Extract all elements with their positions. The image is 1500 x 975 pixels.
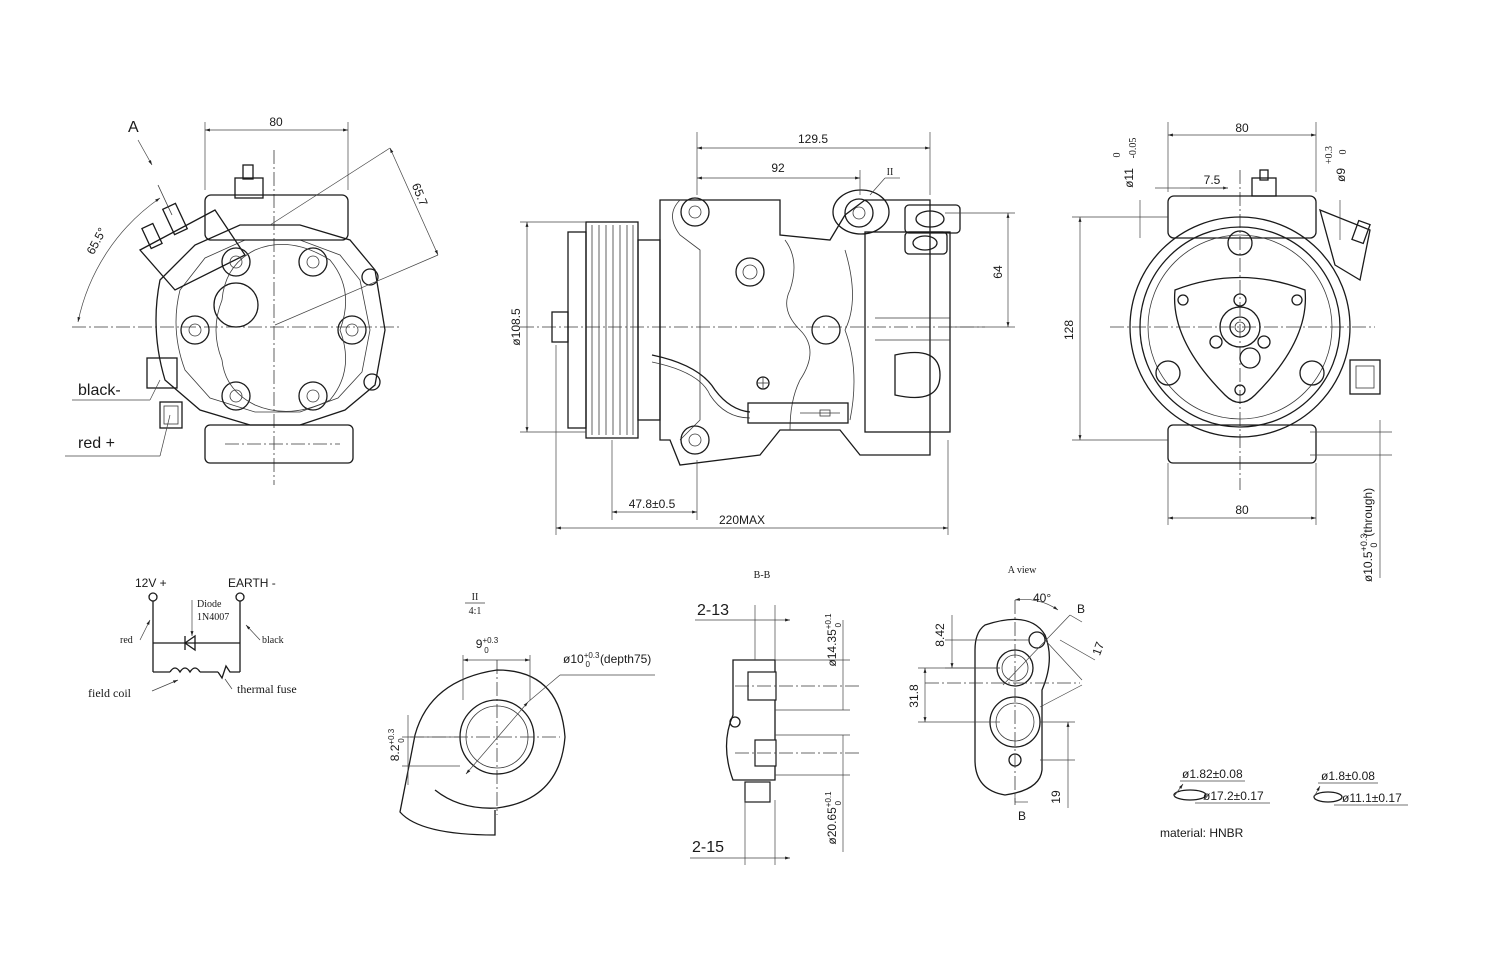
- rear-dim-through-hole: ø10.5+0.30(through): [1359, 488, 1379, 582]
- side-dim-overall-length: 220MAX: [719, 513, 765, 527]
- pulley-grooves: [591, 225, 634, 435]
- oring-1: [1173, 789, 1207, 801]
- circuit-terminal-pos: 12V +: [135, 576, 167, 590]
- terminal-neg: [235, 592, 245, 602]
- side-dim-top-mid: 92: [771, 161, 785, 175]
- detail-title: II: [472, 592, 479, 603]
- oring-1-inner: ø17.2±0.17: [1203, 789, 1264, 803]
- front-dim-width: 80: [269, 115, 283, 129]
- oring-2-cross: ø1.8±0.08: [1321, 769, 1375, 783]
- a-view-dim-19: 19: [1049, 790, 1063, 804]
- view-a-marker: A: [128, 119, 139, 136]
- side-dim-height-right: 64: [991, 265, 1005, 279]
- oring-1-cross: ø1.82±0.08: [1182, 767, 1243, 781]
- section-title: B-B: [754, 570, 771, 581]
- section-dim-thread-top: 2-13: [697, 602, 729, 619]
- side-dim-pulley-dia: ø108.5: [509, 308, 523, 346]
- a-view-section-bottom: B: [1018, 809, 1026, 823]
- oring-2: [1313, 791, 1343, 803]
- circuit-thermal-fuse: thermal fuse: [237, 682, 297, 696]
- circuit-wire-black: black: [262, 635, 284, 646]
- orings: ø1.82±0.08 ø17.2±0.17 ø1.8±0.08 ø11.1±0.…: [1160, 767, 1408, 840]
- rear-dim-hole-11-tol-upper: 0: [1112, 153, 1123, 158]
- front-label-black: black-: [78, 382, 121, 399]
- circuit-diode-part: 1N4007: [197, 612, 229, 623]
- a-view-title: A view: [1008, 565, 1037, 576]
- front-view: 80 65.7 65.5° A black- red +: [65, 115, 439, 485]
- a-view-dim-318: 31.8: [907, 684, 921, 708]
- side-detail-marker: II: [887, 167, 894, 178]
- section-bb: B-B ø14.35+0.10 ø20.65+0.10 2-13 2-15: [690, 570, 860, 865]
- a-view-dim-angle: 40°: [1033, 591, 1051, 605]
- front-bolts: [180, 247, 381, 411]
- rear-dim-hole-11: ø11: [1122, 168, 1136, 188]
- front-dim-angle: 65.5°: [84, 225, 110, 257]
- rear-dim-height: 128: [1062, 320, 1076, 340]
- a-view-dim-17: 17: [1089, 640, 1107, 658]
- rear-dim-hole-11-tol-lower: -0.05: [1128, 138, 1139, 159]
- side-dim-top-overall: 129.5: [798, 132, 828, 146]
- side-dim-pulley-offset: 47.8±0.5: [629, 497, 676, 511]
- section-dim-dia-top: ø14.35+0.10: [824, 613, 843, 667]
- circuit-diode-label: Diode: [197, 599, 222, 610]
- circuit-wire-red: red: [120, 635, 133, 646]
- a-view: A view B 40° 17 8.42 31.8 19 B: [907, 565, 1107, 823]
- rear-dim-hole-9: ø9: [1334, 168, 1348, 182]
- section-dim-dia-bottom: ø20.65+0.10: [824, 791, 843, 845]
- terminal-pos: [148, 592, 158, 602]
- rear-dim-bottom: 80: [1235, 503, 1249, 517]
- rear-view: 80 7.5 ø11 0 -0.05 ø9 +0.3 0 128 80 ø10.…: [1062, 121, 1392, 582]
- wiring-circuit: 12V + EARTH - Diode 1N4007 red black fie…: [88, 576, 297, 700]
- rear-dim-small: 7.5: [1204, 173, 1221, 187]
- a-view-section-top: B: [1077, 602, 1085, 616]
- front-dim-radius: 65.7: [409, 181, 431, 208]
- rear-dim-hole-9-tol-lower: 0: [1338, 150, 1349, 155]
- section-dim-thread-bottom: 2-15: [692, 839, 724, 856]
- side-view: 129.5 92 II ø108.5 64 47.8±0.5 220MAX: [509, 132, 1015, 535]
- rear-dim-top: 80: [1235, 121, 1249, 135]
- oring-2-inner: ø11.1±0.17: [1342, 791, 1402, 805]
- detail-scale: 4:1: [469, 606, 482, 617]
- a-view-dim-842: 8.42: [933, 623, 947, 647]
- circuit-field-coil: field coil: [88, 686, 132, 700]
- circuit-terminal-neg: EARTH -: [228, 576, 276, 590]
- detail-dim-offset: 8.2+0.30: [387, 728, 406, 761]
- front-label-red: red +: [78, 435, 115, 452]
- oring-material: material: HNBR: [1160, 826, 1244, 840]
- rear-dim-hole-9-tol-upper: +0.3: [1324, 146, 1335, 164]
